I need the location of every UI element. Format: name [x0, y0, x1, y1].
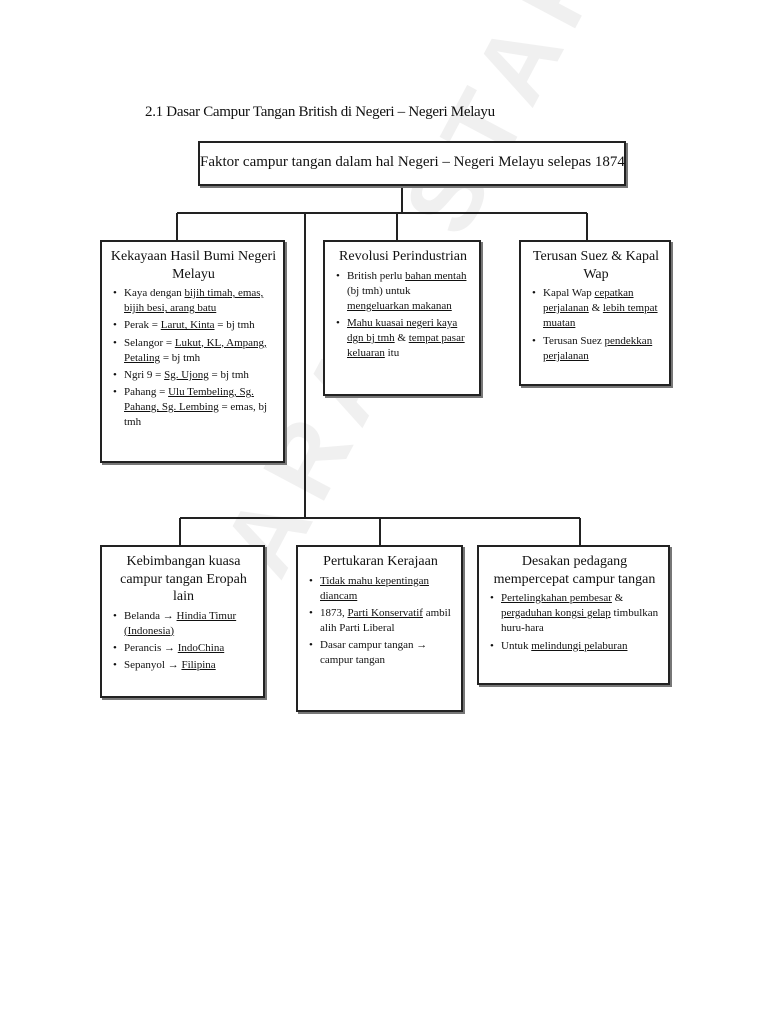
bullet-text: Kaya dengan — [124, 287, 185, 299]
bullet-text: & — [588, 302, 603, 315]
box-terusan: Terusan Suez & Kapal Wap Kapal Wap cepat… — [519, 240, 671, 386]
bullet-text-underlined: Tidak mahu kepentingan diancam — [320, 574, 429, 602]
bullet-item: Untuk melindungi pelaburan — [490, 639, 662, 654]
bullet-text: = bj tmh — [160, 351, 201, 364]
bullet-item: Mahu kuasai negeri kaya dgn bj tmh & tem… — [336, 316, 473, 362]
box-title: Revolusi Perindustrian — [339, 249, 467, 264]
bullet-text-underlined: bahan mentah — [405, 269, 467, 282]
bullet-item: Belanda → Hindia Timur (Indonesia) — [113, 609, 257, 639]
bullet-item: 1873, Parti Konservatif ambil alih Parti… — [309, 606, 455, 636]
page-heading: 2.1 Dasar Campur Tangan British di Neger… — [145, 104, 495, 120]
bullet-text: Perancis → — [124, 641, 178, 654]
bullet-text-underlined: lebih tempat muatan — [543, 302, 658, 330]
bullet-list: Kapal Wap cepatkan perjalanan & lebih te… — [529, 286, 663, 364]
bullet-text-underlined: tempat pasar keluaran — [347, 332, 465, 360]
bullet-text: = bj tmh — [208, 368, 249, 381]
bullet-text: Ngri 9 = — [124, 368, 165, 381]
bullet-text-underlined: Hindia Timur (Indonesia) — [124, 609, 237, 637]
box-desakan: Desakan pedagang mempercepat campur tang… — [477, 545, 670, 685]
bullet-item: Selangor = Lukut, KL, Ampang, Petaling =… — [113, 336, 277, 366]
bullet-item: Dasar campur tangan → campur tangan — [309, 638, 455, 668]
bullet-list: Tidak mahu kepentingan diancam 1873, Part… — [306, 574, 455, 669]
bullet-text: Sepanyol → — [124, 659, 182, 672]
bullet-text: = emas, bj tmh — [124, 401, 268, 429]
bullet-text-underlined: pergaduhan kongsi gelap — [501, 607, 611, 620]
box-kekayaan: Kekayaan Hasil Bumi Negeri Melayu Kaya d… — [100, 240, 285, 463]
box-revolusi: Revolusi Perindustrian British perlu bah… — [323, 240, 481, 396]
root-box: Faktor campur tangan dalam hal Negeri – … — [198, 141, 626, 186]
box-title: Kebimbangan kuasa campur tangan Eropah l… — [120, 554, 247, 604]
bullet-text: = bj tmh — [214, 319, 255, 332]
bullet-item: Sepanyol → Filipina — [113, 658, 257, 673]
bullet-text-underlined: Filipina — [181, 659, 216, 672]
bullet-text: Kapal Wap — [543, 287, 595, 299]
bullet-text: & — [611, 592, 624, 604]
bullet-text-underlined: Parti Konservatif — [347, 606, 423, 619]
bullet-text: Terusan Suez — [543, 334, 605, 347]
bullet-item: Ngri 9 = Sg. Ujong = bj tmh — [113, 368, 277, 383]
box-title: Pertukaran Kerajaan — [323, 554, 438, 569]
bullet-text-underlined: mengeluarkan makanan — [347, 299, 452, 312]
bullet-text: Untuk — [501, 639, 532, 652]
bullet-text: Dasar campur tangan → campur tangan — [320, 639, 428, 667]
bullet-text-underlined: Sg. Ujong — [164, 368, 209, 381]
bullet-text-underlined: melindungi pelaburan — [531, 639, 628, 652]
bullet-item: Pertelingkahan pembesar & pergaduhan kon… — [490, 591, 662, 637]
bullet-item: Perancis → IndoChina — [113, 641, 257, 656]
bullet-text: Pahang = — [124, 386, 169, 399]
bullet-item: Pahang = Ulu Tembeling, Sg. Pahang, Sg. … — [113, 385, 277, 431]
bullet-text: 1873, — [320, 606, 348, 619]
bullet-list: British perlu bahan mentah (bj tmh) untu… — [333, 269, 473, 362]
box-pertukaran: Pertukaran Kerajaan Tidak mahu kepenting… — [296, 545, 463, 712]
box-title: Kekayaan Hasil Bumi Negeri Melayu — [110, 249, 277, 282]
box-kebimbangan: Kebimbangan kuasa campur tangan Eropah l… — [100, 545, 265, 698]
bullet-text-underlined: IndoChina — [177, 641, 225, 654]
bullet-text-underlined: Pertelingkahan pembesar — [501, 592, 612, 604]
bullet-list: Pertelingkahan pembesar & pergaduhan kon… — [487, 591, 662, 654]
bullet-text: & — [394, 332, 409, 345]
bullet-text: timbulkan huru-hara — [501, 607, 659, 635]
bullet-text-underlined: pendekkan perjalanan — [543, 334, 653, 362]
bullet-text-underlined: Larut, Kinta — [160, 319, 215, 332]
bullet-text: British perlu — [347, 269, 406, 282]
bullet-item: Kapal Wap cepatkan perjalanan & lebih te… — [532, 286, 663, 332]
bullet-text: (bj tmh) untuk — [347, 284, 411, 297]
bullet-text-underlined: Lukut, KL, Ampang, Petaling — [124, 336, 267, 364]
bullet-item: Terusan Suez pendekkan perjalanan — [532, 334, 663, 364]
bullet-item: Kaya dengan bijih timah, emas, bijih bes… — [113, 286, 277, 316]
bullet-item: Perak = Larut, Kinta = bj tmh — [113, 318, 277, 333]
bullet-text: Selangor = — [124, 336, 175, 349]
box-title: Desakan pedagang mempercepat campur tang… — [493, 554, 656, 587]
bullet-text: Perak = — [124, 319, 161, 332]
bullet-item: Tidak mahu kepentingan diancam — [309, 574, 455, 604]
bullet-text: itu — [384, 347, 400, 360]
bullet-text-underlined: bijih timah, emas, bijih besi, arang bat… — [124, 287, 264, 315]
box-title: Terusan Suez & Kapal Wap — [532, 249, 660, 282]
bullet-list: Kaya dengan bijih timah, emas, bijih bes… — [110, 286, 277, 431]
bullet-text-underlined: cepatkan perjalanan — [543, 287, 634, 315]
bullet-item: British perlu bahan mentah (bj tmh) untu… — [336, 269, 473, 315]
bullet-text-underlined: Mahu kuasai negeri kaya dgn bj tmh — [347, 317, 458, 345]
bullet-list: Belanda → Hindia Timur (Indonesia) Peranc… — [110, 609, 257, 674]
bullet-text-underlined: Ulu Tembeling, Sg. Pahang, Sg. Lembing — [124, 386, 254, 414]
bullet-text: ambil alih Parti Liberal — [320, 606, 451, 635]
bullet-text: Belanda → — [124, 609, 177, 622]
